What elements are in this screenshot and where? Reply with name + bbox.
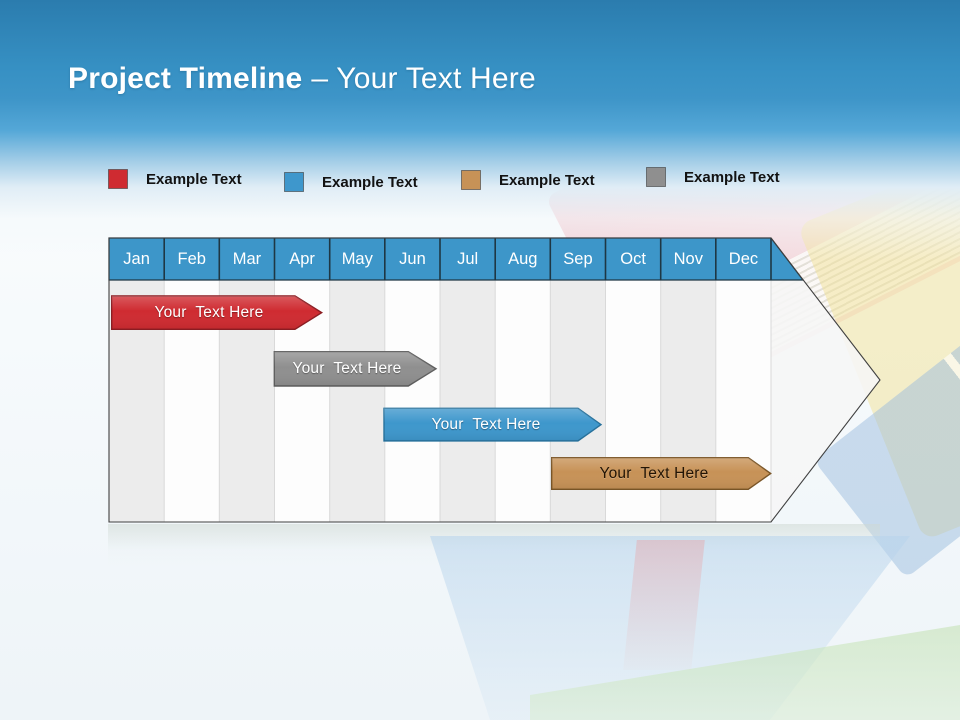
column-stripe xyxy=(495,280,551,522)
gantt-bar-orange xyxy=(551,456,772,491)
column-stripe xyxy=(329,280,385,522)
legend-label: Example Text xyxy=(684,168,780,186)
timeline-chart xyxy=(108,237,881,523)
legend-swatch-orange-icon xyxy=(461,170,481,190)
month-cell: Sep xyxy=(563,250,593,268)
legend-swatch-gray-icon xyxy=(646,167,666,187)
gantt-bar-label: Your Text Here xyxy=(154,303,264,321)
title-main: Project Timeline xyxy=(68,62,303,95)
month-cell: Apr xyxy=(289,250,315,268)
title-subtitle: – Your Text Here xyxy=(311,62,536,95)
legend-item-red: Example Text xyxy=(108,169,242,189)
month-header-row: Jan Feb Mar Apr May Jun Jul Aug Sep Oct … xyxy=(109,238,771,280)
background-blue-gradient xyxy=(0,0,960,260)
month-cell: May xyxy=(341,250,373,268)
slide-title: Project Timeline– Your Text Here xyxy=(68,60,536,98)
legend-item-blue: Example Text xyxy=(284,172,418,192)
gantt-bar-label: Your Text Here xyxy=(431,415,541,433)
legend-label: Example Text xyxy=(499,171,595,189)
month-cell: Aug xyxy=(508,250,538,268)
gantt-bar-gray xyxy=(273,350,438,387)
gantt-bar-label: Your Text Here xyxy=(292,360,402,377)
background-red-reflection xyxy=(623,540,705,670)
legend-label: Example Text xyxy=(146,170,242,188)
month-cell: Jan xyxy=(123,250,150,268)
month-cell: Jun xyxy=(399,250,426,268)
month-cell: Mar xyxy=(232,250,262,268)
column-stripe xyxy=(384,280,440,522)
gantt-bar-label: Your Text Here xyxy=(599,464,709,482)
column-stripe xyxy=(440,280,496,522)
legend-item-orange: Example Text xyxy=(461,170,595,190)
month-cell: Jul xyxy=(457,250,479,268)
legend-swatch-red-icon xyxy=(108,169,128,189)
month-cell: Feb xyxy=(177,250,206,268)
legend-label: Example Text xyxy=(322,173,418,191)
legend-item-gray: Example Text xyxy=(646,167,780,187)
gantt-bar-red xyxy=(111,295,324,331)
month-header-separators xyxy=(163,238,772,280)
month-cell: Oct xyxy=(620,250,646,268)
timeline-arrow-outline xyxy=(108,237,881,523)
legend-swatch-blue-icon xyxy=(284,172,304,192)
month-cell: Nov xyxy=(673,250,703,268)
month-cell: Dec xyxy=(728,250,759,268)
gantt-bar-blue xyxy=(383,407,603,442)
